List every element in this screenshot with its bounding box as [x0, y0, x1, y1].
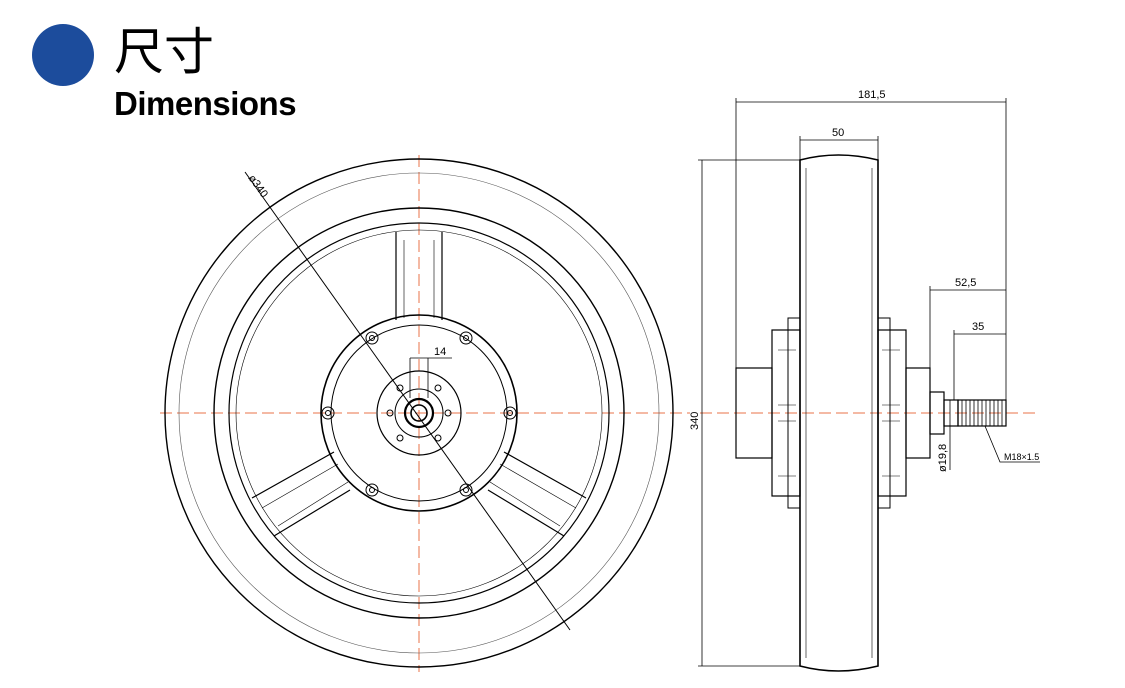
hub-left-boss	[735, 367, 773, 459]
axle-outer	[403, 397, 435, 429]
height-label: 340	[689, 412, 701, 430]
thread-leader	[984, 425, 1040, 463]
spoke-lower-right	[487, 451, 587, 537]
tire-profile	[799, 154, 879, 672]
side-view	[698, 98, 1040, 672]
hub-outer	[320, 314, 518, 512]
front-diameter-label: ø340	[246, 173, 270, 200]
hub-cover-inner	[394, 388, 444, 438]
front-view	[160, 155, 690, 672]
thread-spec-label: M18×1.5	[1004, 452, 1039, 462]
diameter-dim-line	[244, 171, 571, 631]
axle-inner	[410, 404, 428, 422]
hub-to-end-label: 52,5	[955, 277, 976, 289]
shaft-diameter-label: ø19,8	[937, 444, 949, 472]
hub-cover	[376, 370, 462, 456]
cover-holes	[386, 384, 452, 442]
rim-outer	[213, 207, 625, 619]
tire-width-label: 50	[832, 127, 844, 139]
spoke-lower-left	[251, 451, 351, 537]
rim-inner-2	[235, 229, 603, 597]
overall-width-label: 181,5	[858, 89, 886, 101]
page-title-chinese: 尺寸	[114, 23, 214, 81]
header-bullet-dot	[32, 24, 94, 86]
tire-inner-line	[178, 172, 660, 654]
shaft-length-label: 35	[972, 321, 984, 333]
hub-bolts	[321, 331, 517, 497]
shaft-thread	[957, 399, 1007, 427]
front-shaft-width-label: 14	[434, 346, 446, 358]
page-title-english: Dimensions	[114, 85, 297, 122]
rim-inner	[228, 222, 610, 604]
tire-outer	[164, 158, 674, 668]
spoke-top	[395, 232, 443, 320]
